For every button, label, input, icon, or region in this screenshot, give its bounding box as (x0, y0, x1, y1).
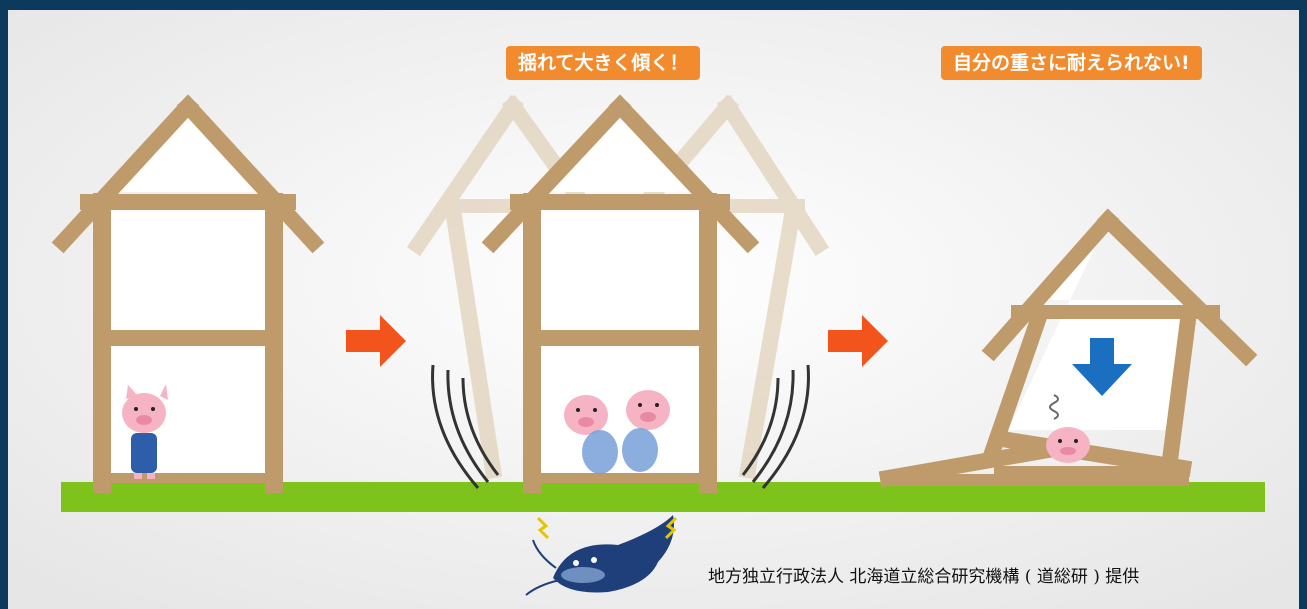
shake-lines-icon (431, 364, 810, 489)
house-swaying (481, 94, 760, 493)
ground-strip (61, 482, 1265, 512)
pig-icon (564, 390, 670, 474)
catfish-icon (525, 515, 674, 596)
credit-text: 地方独立行政法人 北海道立総合研究機構 ( 道総研 ) 提供 (708, 567, 1140, 587)
shake-lines-icon (536, 516, 678, 540)
right-arrow-icon (346, 315, 406, 367)
sway-label: 揺れて大きく傾く！ (506, 46, 701, 80)
pig-icon (122, 384, 168, 479)
earthquake-diagram (8, 10, 1299, 609)
right-arrow-icon (828, 315, 888, 367)
house-stable (51, 94, 325, 493)
collapse-label: 自分の重さに耐えられない! (941, 46, 1202, 80)
illustration-frame: 揺れて大きく傾く！ 自分の重さに耐えられない! 地方独立行政法人 北海道立総合研… (8, 10, 1299, 609)
house-collapsed (878, 208, 1258, 488)
down-arrow-icon (1072, 338, 1132, 396)
pig-icon (1046, 394, 1090, 463)
